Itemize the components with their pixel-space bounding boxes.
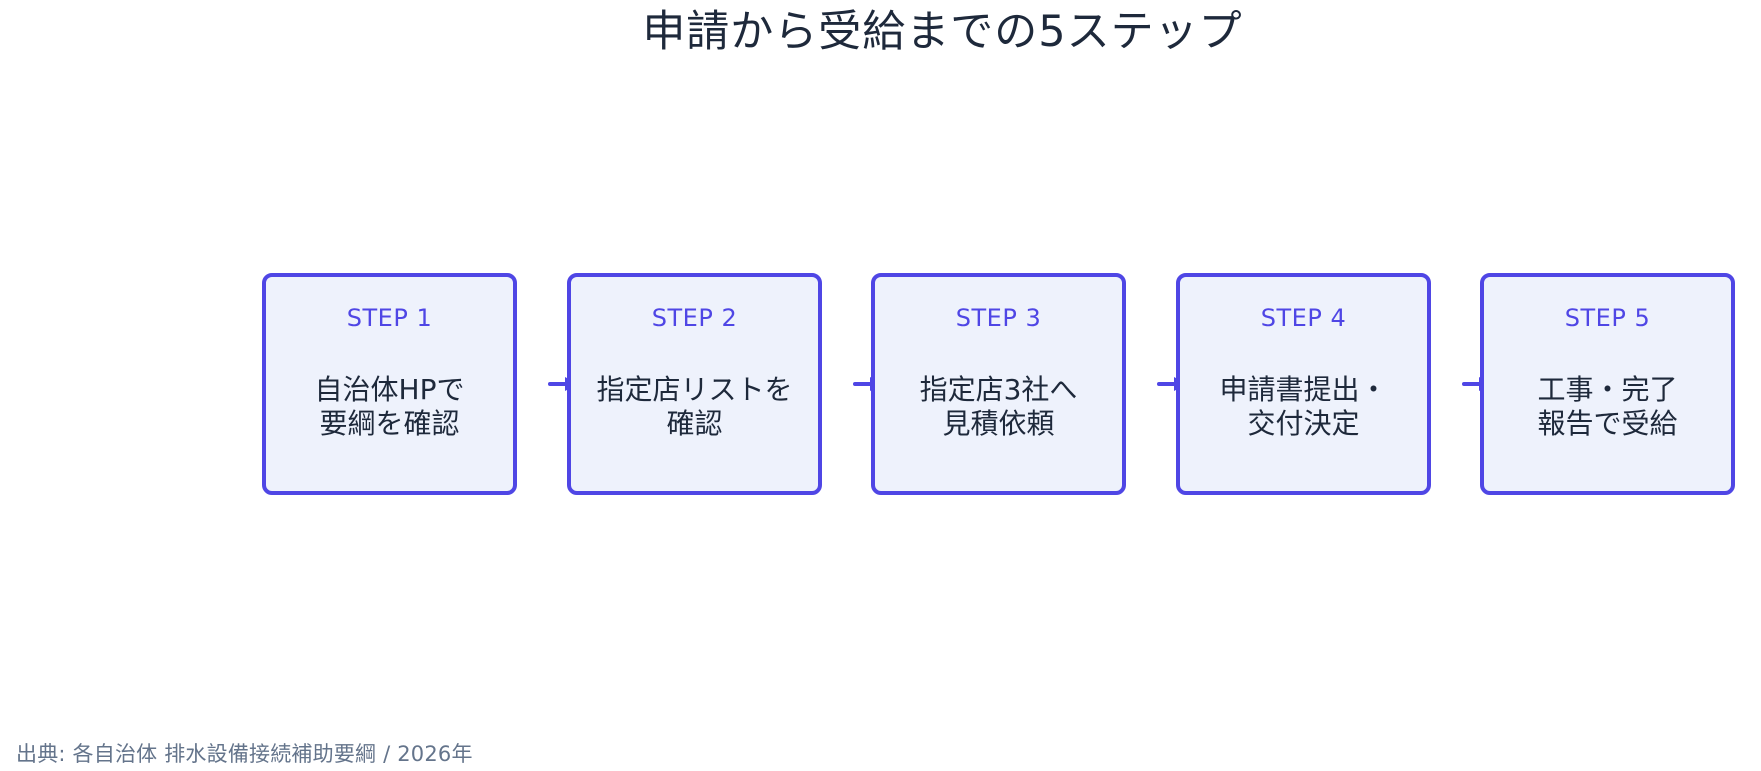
step-label: STEP 4 — [1260, 304, 1347, 332]
source-note: 出典: 各自治体 排水設備接続補助要綱 / 2026年 — [16, 742, 473, 766]
step-box-4: STEP 4 申請書提出・ 交付決定 — [1176, 273, 1431, 495]
step-label: STEP 5 — [1564, 304, 1651, 332]
step-text: 自治体HPで 要綱を確認 — [314, 373, 465, 440]
step-text: 指定店リストを 確認 — [596, 373, 793, 440]
step-box-3: STEP 3 指定店3社へ 見積依頼 — [871, 273, 1126, 495]
step-box-1: STEP 1 自治体HPで 要綱を確認 — [262, 273, 517, 495]
step-box-2: STEP 2 指定店リストを 確認 — [567, 273, 822, 495]
step-text: 申請書提出・ 交付決定 — [1219, 373, 1388, 440]
step-label: STEP 1 — [346, 304, 433, 332]
step-label: STEP 2 — [651, 304, 738, 332]
diagram-title: 申請から受給までの5ステップ — [642, 7, 1243, 57]
step-box-5: STEP 5 工事・完了 報告で受給 — [1480, 273, 1735, 495]
step-text: 指定店3社へ 見積依頼 — [919, 373, 1078, 440]
step-text: 工事・完了 報告で受給 — [1537, 373, 1678, 440]
step-label: STEP 3 — [955, 304, 1042, 332]
